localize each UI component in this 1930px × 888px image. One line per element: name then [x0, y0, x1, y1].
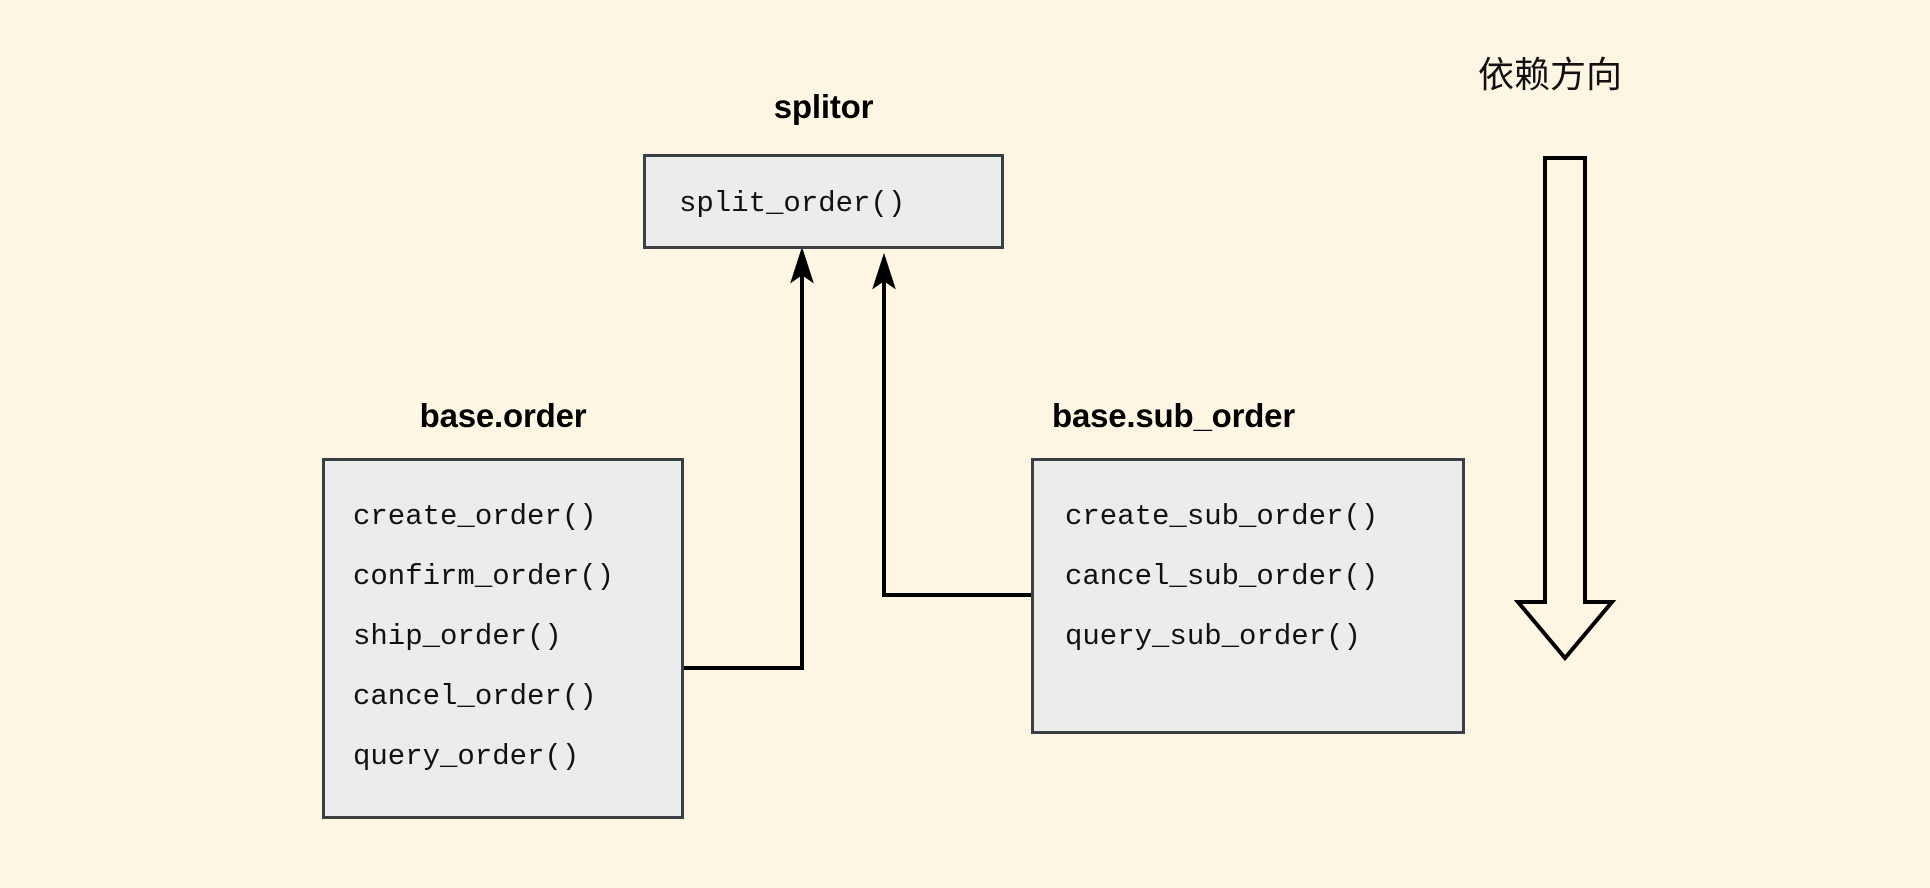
dependency-direction-label: 依赖方向 [1477, 55, 1622, 96]
method-item[interactable]: query_order() [353, 740, 580, 773]
method-list-splitor: split_order() [646, 157, 1001, 234]
node-splitor[interactable]: split_order() [643, 154, 1004, 249]
method-item[interactable]: confirm_order() [353, 560, 615, 593]
method-item[interactable]: cancel_sub_order() [1065, 560, 1379, 593]
method-list-base-order: create_order() confirm_order() ship_orde… [325, 461, 681, 787]
node-title-splitor: splitor [773, 88, 874, 125]
arrowhead-icon [790, 246, 814, 284]
method-item[interactable]: cancel_order() [353, 680, 597, 713]
node-title-sub-order: base.sub_order [1052, 397, 1295, 434]
dependency-direction-arrow-icon [1513, 156, 1617, 662]
node-title-order: base.order [419, 397, 587, 434]
node-base-sub-order[interactable]: create_sub_order() cancel_sub_order() qu… [1031, 458, 1465, 734]
node-base-order[interactable]: create_order() confirm_order() ship_orde… [322, 458, 684, 819]
method-list-base-sub-order: create_sub_order() cancel_sub_order() qu… [1034, 461, 1462, 667]
arrowhead-icon [872, 252, 896, 290]
edge-order-to-splitor [684, 246, 814, 670]
method-item[interactable]: create_order() [353, 500, 597, 533]
method-item[interactable]: create_sub_order() [1065, 500, 1379, 533]
method-item[interactable]: ship_order() [353, 620, 562, 653]
method-item[interactable]: split_order() [679, 187, 906, 220]
method-item[interactable]: query_sub_order() [1065, 620, 1361, 653]
edge-sub-order-to-splitor [872, 252, 1031, 597]
